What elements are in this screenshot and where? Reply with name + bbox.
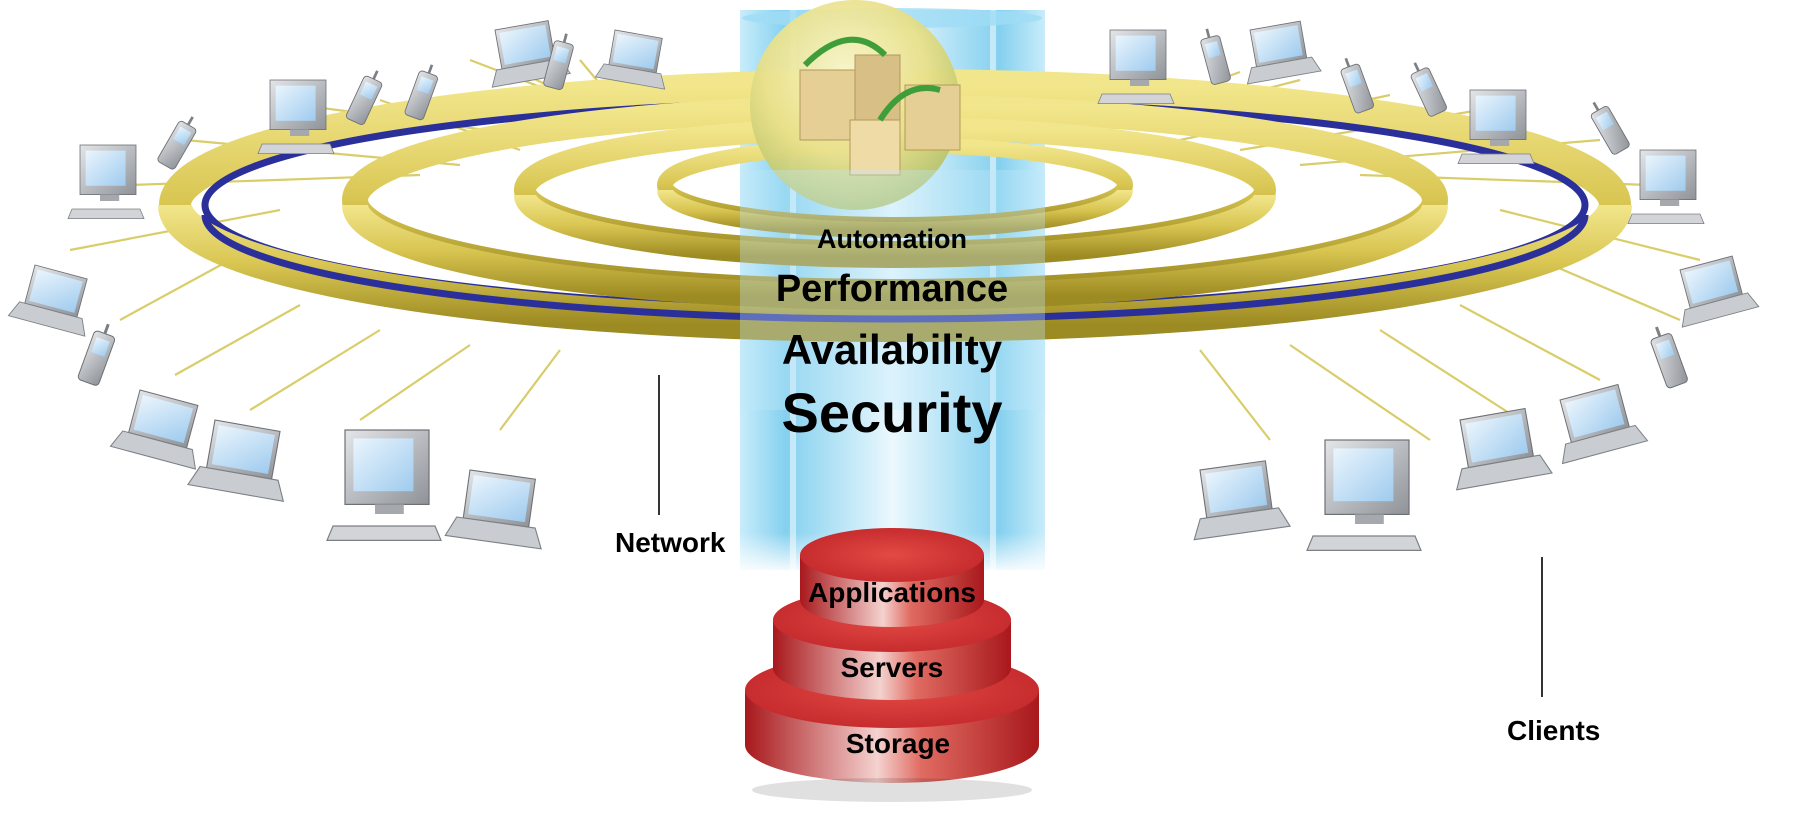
laptop-icon — [187, 419, 285, 502]
mobile-phone-icon — [1590, 101, 1630, 155]
server-box-sphere-icon — [750, 0, 961, 210]
laptop-icon — [1679, 255, 1760, 328]
mobile-phone-icon — [345, 70, 383, 126]
availability-label: Availability — [781, 326, 1003, 373]
mobile-phone-icon — [77, 323, 116, 386]
performance-label: Performance — [775, 268, 1009, 310]
clients-label: Clients — [1507, 715, 1601, 746]
desktop-computer-icon — [67, 144, 145, 220]
mobile-phone-icon — [1200, 28, 1231, 85]
network-label: Network — [615, 527, 726, 558]
desktop-computer-icon — [326, 429, 442, 542]
automation-label: Automation — [817, 224, 967, 254]
desktop-computer-icon — [1306, 439, 1422, 552]
network-rings-front — [158, 188, 1632, 342]
laptop-icon — [594, 29, 666, 90]
client-devices — [7, 20, 1760, 552]
desktop-computer-icon — [257, 79, 335, 155]
desktop-computer-icon — [1097, 29, 1175, 105]
mobile-phone-icon — [543, 33, 574, 90]
mobile-phone-icon — [1340, 57, 1375, 114]
security-label: Security — [781, 381, 1003, 444]
infrastructure-stack — [745, 528, 1039, 802]
mobile-phone-icon — [1410, 62, 1447, 117]
applications-cylinder — [800, 528, 984, 627]
mobile-phone-icon — [1650, 326, 1688, 389]
laptop-icon — [7, 264, 88, 337]
desktop-computer-icon — [1457, 89, 1535, 165]
mobile-phone-icon — [157, 116, 197, 170]
desktop-computer-icon — [1627, 149, 1705, 225]
laptop-icon — [444, 469, 542, 550]
pillar-overlay — [740, 170, 1045, 410]
storage-label: Storage — [845, 728, 951, 759]
laptop-icon — [109, 389, 199, 470]
laptop-icon — [1455, 407, 1553, 491]
applications-label: Applications — [807, 577, 977, 608]
laptop-icon — [1246, 20, 1322, 85]
laptop-icon — [1193, 460, 1292, 541]
laptop-icon — [1559, 383, 1649, 465]
mobile-phone-icon — [404, 64, 439, 121]
servers-label: Servers — [840, 652, 944, 683]
